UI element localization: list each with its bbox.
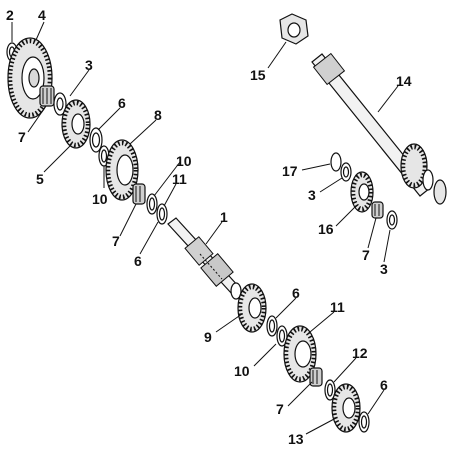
callout-10: 10 [92, 191, 108, 207]
part-4-large-gear [7, 37, 53, 119]
part-10-washer-2 [146, 193, 158, 215]
part-6-washer-3 [266, 315, 278, 337]
part-10-washer-3 [276, 325, 288, 347]
callout-7: 7 [18, 129, 26, 145]
callout-labels: 2 4 3 7 5 6 10 8 10 11 7 6 1 9 6 10 11 7… [6, 7, 412, 447]
callout-2: 2 [6, 7, 14, 23]
part-17-circlip [330, 152, 342, 172]
callout-9: 9 [204, 329, 212, 345]
callout-16: 16 [318, 221, 334, 237]
callout-6: 6 [118, 95, 126, 111]
callout-4: 4 [38, 7, 46, 23]
callout-1: 1 [220, 209, 228, 225]
callout-10: 10 [234, 363, 250, 379]
callout-7: 7 [362, 247, 370, 263]
part-7-needle-bearing-2 [132, 183, 146, 205]
part-5-hub-gear [61, 99, 91, 149]
leader-lines [11, 21, 399, 435]
part-13-gear [331, 383, 361, 433]
part-14-countershaft [311, 52, 447, 205]
callout-10: 10 [176, 153, 192, 169]
callout-7: 7 [276, 401, 284, 417]
part-7-needle-bearing-4 [371, 201, 384, 219]
part-3-washer [53, 92, 67, 116]
callout-8: 8 [154, 107, 162, 123]
part-15-nut [279, 13, 309, 45]
callout-11: 11 [330, 299, 345, 315]
part-6-washer [89, 127, 103, 153]
part-8-gear [105, 139, 139, 201]
callout-17: 17 [282, 163, 298, 179]
part-6-washer-4 [358, 411, 370, 433]
callout-6: 6 [134, 253, 142, 269]
callout-14: 14 [396, 73, 412, 89]
callout-11: 11 [172, 171, 187, 187]
callout-6: 6 [292, 285, 300, 301]
part-9-gear [237, 283, 267, 333]
callout-15: 15 [250, 67, 266, 83]
callout-13: 13 [288, 431, 304, 447]
callout-3: 3 [380, 261, 388, 277]
part-3-washer-2 [340, 162, 352, 182]
part-12-washer [324, 379, 336, 401]
part-3-washer-3 [386, 210, 398, 230]
part-1-main-shaft [167, 217, 242, 300]
callout-12: 12 [352, 345, 368, 361]
part-7-needle-bearing-3 [309, 367, 323, 387]
part-11-gear [283, 325, 317, 383]
part-16-gear [350, 171, 374, 213]
callout-3: 3 [85, 57, 93, 73]
callout-7: 7 [112, 233, 120, 249]
callout-5: 5 [36, 171, 44, 187]
part-7-needle-bearing [39, 85, 55, 107]
callout-6: 6 [380, 377, 388, 393]
part-6-washer-2 [156, 203, 168, 225]
callout-3: 3 [308, 187, 316, 203]
